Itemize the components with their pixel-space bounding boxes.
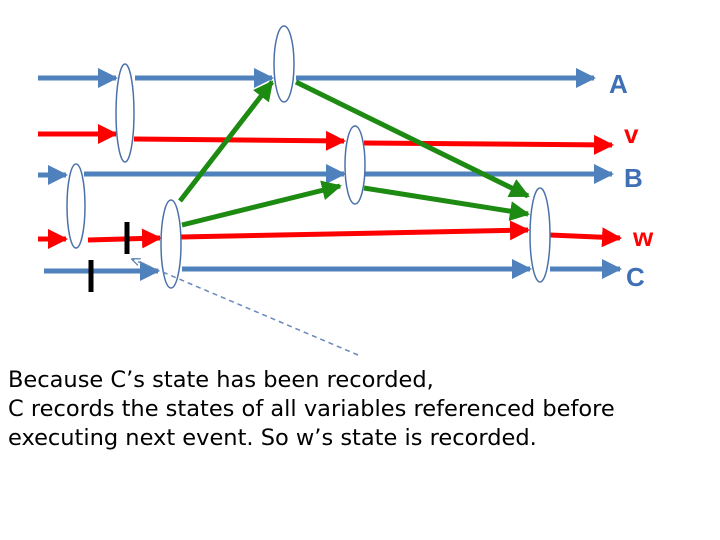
message-b-to-cw [363,185,530,222]
message-c-to-b [181,180,342,228]
lane-w-segment-3 [180,220,530,241]
lane-c-arrows [44,259,622,281]
recorded-markers [88,222,130,292]
lane-label-w: w [632,222,654,252]
message-arrows [178,79,530,228]
lane-v-segment-2 [133,130,346,151]
event-ellipse-a [273,25,295,103]
event-ellipses [66,25,551,289]
lane-w-segment-2 [87,228,162,249]
event-ellipse-w-c-right [529,187,551,283]
lane-w-segment-4 [549,227,622,248]
caption-line-3: executing next event. So w’s state is re… [8,425,537,451]
lane-w-arrows [38,220,622,249]
lane-v-segment-3 [363,134,614,155]
lane-label-b: B [624,163,643,193]
caption: Because C’s state has been recorded, C r… [8,366,718,453]
message-c-to-a [178,80,274,203]
event-ellipse-a-v [115,63,135,163]
lane-v-arrows [38,124,614,155]
lane-label-v: v [624,119,639,149]
caption-line-2: C records the states of all variables re… [8,396,615,422]
caption-pointer [132,259,359,356]
lane-label-a: A [609,69,628,99]
event-ellipse-v-b [344,125,366,205]
message-a-to-cw [294,79,530,199]
snapshot-diagram: A v B w C [38,25,654,356]
caption-line-1: Because C’s state has been recorded, [8,367,434,393]
event-ellipse-w-c [160,199,182,289]
lane-label-c: C [626,262,645,292]
event-ellipse-b-w [66,163,86,249]
lane-b-arrows [38,164,614,185]
